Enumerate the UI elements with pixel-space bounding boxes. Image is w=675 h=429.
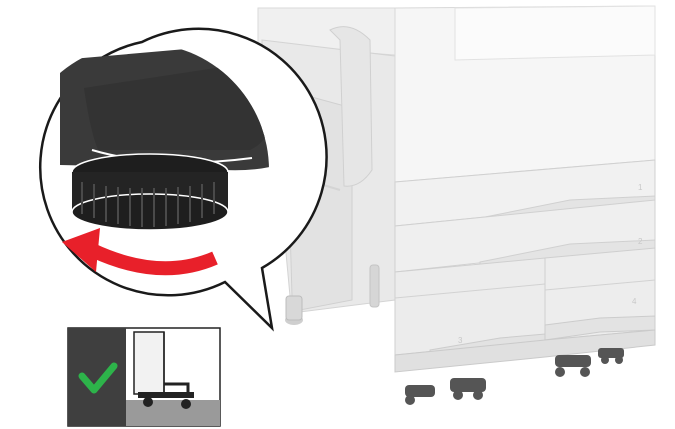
correct-position-inset <box>68 328 220 426</box>
tray-4-number: 4 <box>632 297 637 306</box>
inset-check-panel <box>68 328 126 426</box>
closeup-callout <box>40 29 326 328</box>
tray-2-number: 2 <box>638 237 643 246</box>
floor <box>126 400 220 426</box>
tray-3-number: 3 <box>458 336 463 345</box>
tray-1-number: 1 <box>638 183 643 192</box>
